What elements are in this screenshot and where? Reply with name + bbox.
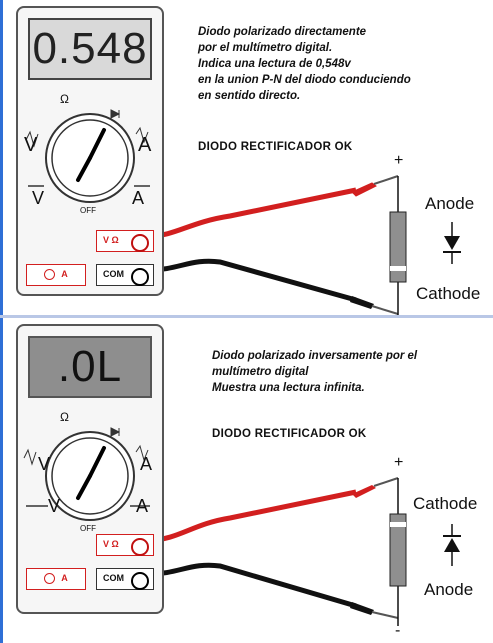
caption-line: Muestra una lectura infinita.	[212, 382, 365, 394]
red-probe-lead	[149, 489, 357, 543]
multimeter: .0L Ω V A V A OFF V Ω COM A	[16, 324, 164, 614]
diode-cathode-band	[390, 266, 406, 271]
dial-omega-label: Ω	[60, 92, 69, 106]
amp-jack-label: A	[61, 573, 68, 583]
rotary-selector[interactable]	[18, 406, 162, 536]
diode-body	[389, 211, 407, 283]
dial-a-bottom-label: A	[136, 496, 149, 516]
caption-line: Indica una lectura de 0,548v	[198, 58, 351, 70]
diode-body	[389, 513, 407, 587]
diode-range-icon	[110, 109, 121, 119]
reverse-caption: Diodo polarizado inversamente por el mul…	[212, 348, 417, 396]
forward-title: DIODO RECTIFICADOR OK	[198, 141, 353, 153]
rotary-selector[interactable]	[18, 88, 162, 218]
dial-v-bottom-label: V	[48, 496, 61, 516]
dial-omega-label: Ω	[60, 410, 69, 424]
dial-v-bottom-label: V	[32, 188, 45, 208]
black-probe-needle	[371, 305, 399, 315]
v-ohm-jack-label: V Ω	[103, 539, 119, 549]
black-probe-tip	[350, 602, 374, 615]
forward-bias-panel: 0.548 Ω V A V A OFF V Ω COM A	[0, 0, 493, 316]
selector-pointer-icon	[88, 128, 106, 160]
red-probe-lead	[149, 187, 357, 239]
v-ohm-jack[interactable]: V Ω	[96, 534, 154, 556]
v-ohm-port	[131, 538, 149, 556]
ac-wave-icon-right	[135, 126, 149, 144]
com-jack[interactable]: COM	[96, 568, 154, 590]
v-ohm-port	[131, 234, 149, 252]
com-jack-label: COM	[103, 269, 124, 279]
amp-port-icon	[44, 573, 56, 585]
com-port	[131, 572, 149, 590]
cathode-label: Cathode	[416, 284, 481, 303]
plus-sign: +	[394, 454, 404, 471]
diode-cathode-band	[390, 522, 406, 527]
v-ohm-jack[interactable]: V Ω	[96, 230, 154, 252]
red-probe-tip	[352, 485, 376, 498]
ac-wave-icon-left	[23, 448, 37, 466]
dial-a-bottom-label: A	[132, 188, 145, 208]
black-probe-lead	[149, 258, 357, 303]
panel-edge	[0, 0, 3, 316]
dial-a-label: A	[140, 454, 153, 474]
dial-v-label: V	[24, 134, 38, 156]
anode-label: Anode	[424, 580, 474, 599]
meter-display: 0.548	[28, 18, 152, 80]
cathode-label: Cathode	[413, 494, 478, 513]
com-jack[interactable]: COM	[96, 264, 154, 286]
panel-divider	[0, 315, 493, 318]
red-probe-needle	[373, 477, 399, 487]
caption-line: en la union P-N del diodo conduciendo	[198, 74, 411, 86]
amp-jack[interactable]: A	[26, 264, 86, 286]
diode-symbol-triangle	[444, 538, 460, 552]
dial-off-label: OFF	[80, 206, 96, 215]
amp-jack-label: A	[61, 269, 68, 279]
dial-a-label: A	[138, 134, 152, 156]
black-probe-lead	[149, 562, 357, 609]
meter-display: .0L	[28, 336, 152, 398]
caption-line: por el multímetro digital.	[198, 42, 333, 54]
com-jack-label: COM	[103, 573, 124, 583]
minus-sign: -	[395, 622, 401, 639]
caption-line: Diodo polarizado directamente	[198, 26, 367, 38]
panel-edge	[0, 318, 3, 643]
anode-label: Anode	[425, 194, 475, 213]
v-ohm-jack-label: V Ω	[103, 235, 119, 245]
black-probe-tip	[350, 296, 374, 309]
forward-caption: Diodo polarizado directamente por el mul…	[198, 24, 411, 104]
amp-jack[interactable]: A	[26, 568, 86, 590]
diode-symbol-triangle	[444, 236, 460, 250]
reverse-bias-panel: .0L Ω V A V A OFF V Ω COM A D	[0, 318, 493, 643]
caption-line: Diodo polarizado inversamente por el	[212, 350, 418, 362]
reverse-title: DIODO RECTIFICADOR OK	[212, 428, 367, 440]
dial-off-label: OFF	[80, 524, 96, 533]
com-port	[131, 268, 149, 286]
ac-wave-icon-left	[25, 130, 39, 148]
dial-v-label: V	[38, 454, 51, 474]
black-probe-needle	[371, 611, 399, 619]
red-probe-tip	[351, 182, 377, 197]
ac-wave-icon-right	[135, 444, 149, 462]
amp-port-icon	[44, 269, 56, 281]
caption-line: multímetro digital	[212, 366, 309, 378]
selector-pointer-icon	[88, 446, 106, 478]
caption-line: en sentido directo.	[198, 90, 301, 102]
multimeter: 0.548 Ω V A V A OFF V Ω COM A	[16, 6, 164, 296]
plus-sign: +	[394, 152, 404, 169]
diode-range-icon	[110, 427, 121, 437]
red-probe-needle	[373, 175, 399, 185]
